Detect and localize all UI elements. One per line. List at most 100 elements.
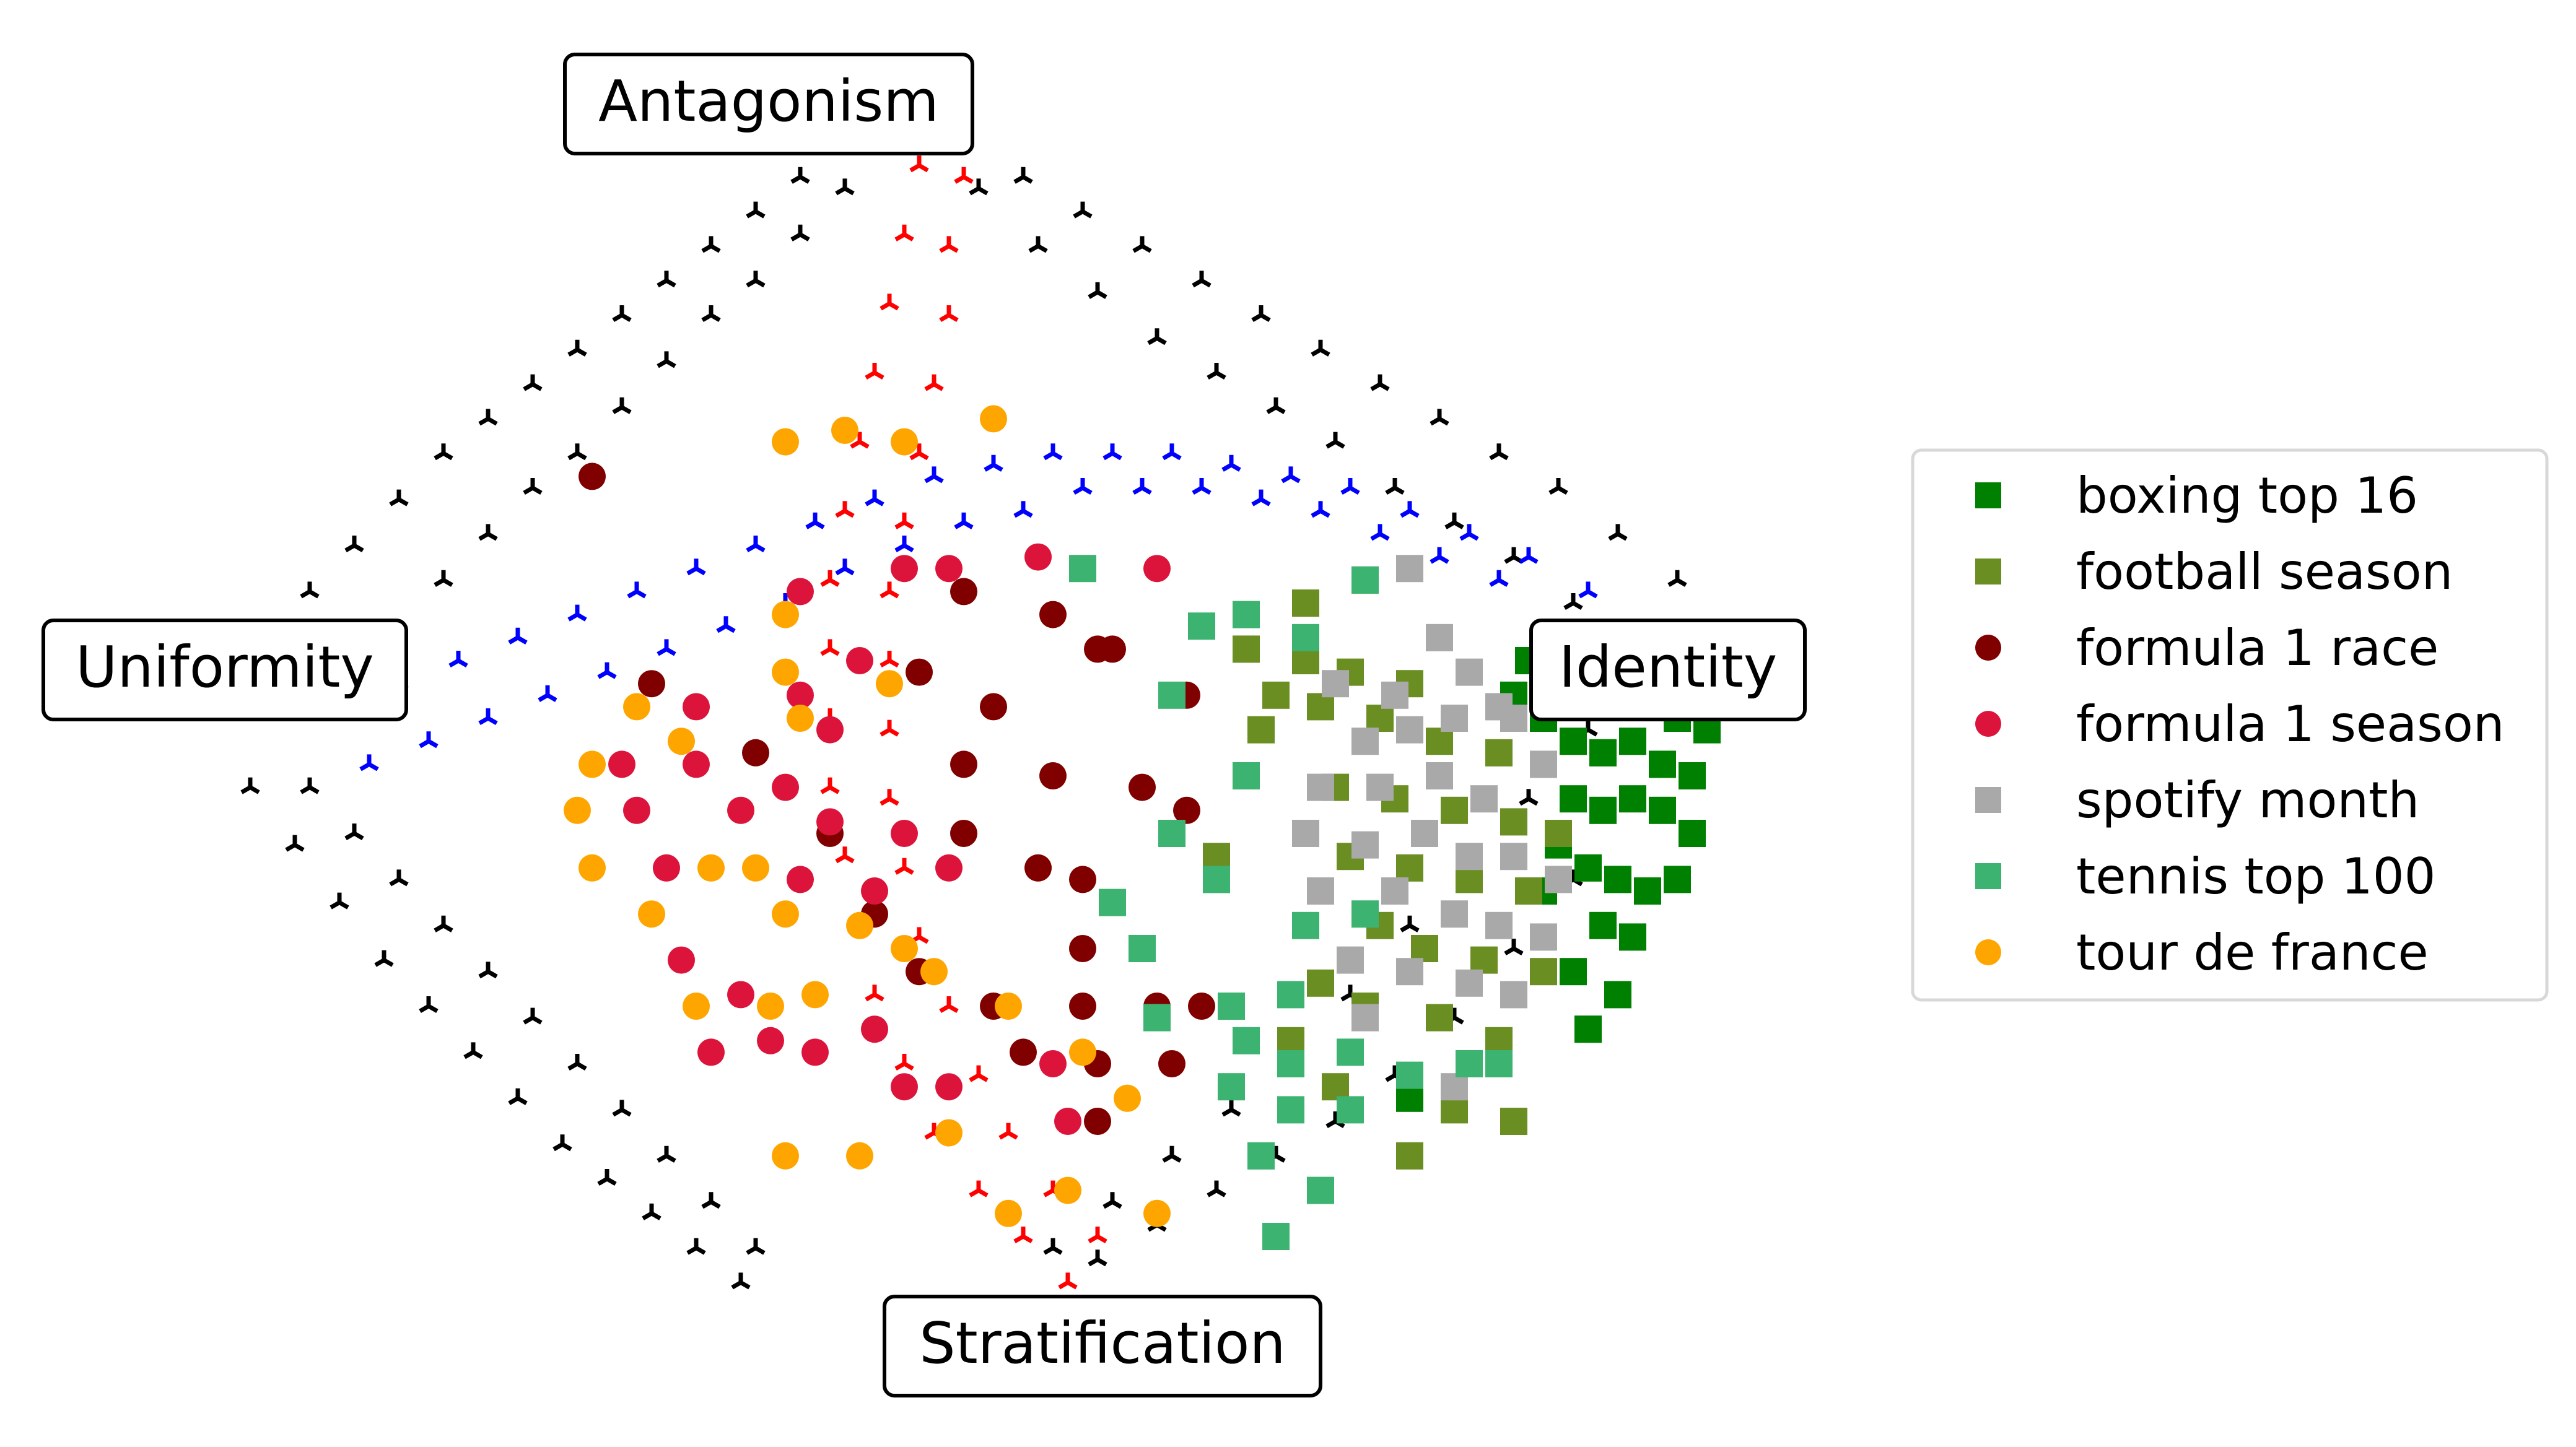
point-spotify-month xyxy=(1307,773,1334,801)
point-tennis-top-100 xyxy=(1158,681,1185,709)
boundary-marker xyxy=(523,374,543,391)
legend-label-tour-de-france: tour de france xyxy=(2076,924,2429,981)
point-formula-1-season xyxy=(757,1027,784,1054)
boundary-marker xyxy=(552,1134,572,1152)
boundary-marker xyxy=(657,271,676,288)
corner-label-identity: Identity xyxy=(1529,619,1807,721)
boundary-marker xyxy=(463,1042,483,1059)
point-tennis-top-100 xyxy=(1129,935,1156,962)
point-tour-de-france xyxy=(668,728,695,755)
boundary-marker xyxy=(419,996,439,1014)
boundary-marker xyxy=(790,224,810,241)
boundary-marker xyxy=(612,305,632,323)
boundary-marker xyxy=(1207,363,1226,380)
boundary-marker xyxy=(1088,282,1107,299)
point-formula-1-race xyxy=(638,670,665,698)
point-football-season xyxy=(1500,1108,1527,1135)
point-boxing-top-16 xyxy=(1574,1015,1602,1043)
point-formula-1-season xyxy=(787,578,814,606)
boundary-marker xyxy=(1207,1180,1226,1197)
point-formula-1-race xyxy=(579,463,606,490)
uniformity-identity-marker xyxy=(1221,454,1241,472)
series-tour-de-france xyxy=(564,405,1171,1227)
boundary-marker xyxy=(1519,789,1539,806)
boundary-marker xyxy=(1563,593,1583,611)
point-tennis-top-100 xyxy=(1247,1142,1275,1170)
uniformity-identity-marker xyxy=(894,536,914,553)
point-tour-de-france xyxy=(876,670,903,698)
boundary-marker xyxy=(1444,512,1464,529)
point-football-season xyxy=(1366,705,1394,732)
point-formula-1-season xyxy=(683,693,710,721)
point-formula-1-season xyxy=(787,866,814,893)
uniformity-identity-marker xyxy=(359,754,379,771)
point-formula-1-season xyxy=(1143,555,1171,583)
legend-frame xyxy=(1911,448,2549,1002)
point-spotify-month xyxy=(1485,911,1513,939)
antagonism-stratification-marker xyxy=(820,777,840,794)
boundary-marker xyxy=(285,835,305,852)
point-spotify-month xyxy=(1351,831,1379,859)
point-football-season xyxy=(1307,693,1334,721)
point-football-season xyxy=(1396,1142,1423,1170)
point-boxing-top-16 xyxy=(1619,728,1646,755)
antagonism-stratification-marker xyxy=(909,443,929,461)
point-boxing-top-16 xyxy=(1619,785,1646,813)
point-formula-1-race xyxy=(1069,866,1096,893)
uniformity-identity-marker xyxy=(1459,524,1479,541)
boundary-marker xyxy=(478,524,498,541)
boundary-marker xyxy=(1504,939,1524,956)
point-football-season xyxy=(1322,1073,1349,1101)
point-formula-1-season xyxy=(608,750,635,778)
point-boxing-top-16 xyxy=(1679,762,1706,789)
point-tour-de-france xyxy=(1069,1038,1096,1066)
point-football-season xyxy=(1292,647,1319,674)
point-formula-1-race xyxy=(1129,773,1156,801)
point-tour-de-france xyxy=(579,854,606,882)
point-tour-de-france xyxy=(683,993,710,1020)
legend-label-boxing-top-16: boxing top 16 xyxy=(2076,467,2418,524)
point-boxing-top-16 xyxy=(1604,866,1631,893)
point-football-season xyxy=(1456,866,1483,893)
point-formula-1-race xyxy=(742,739,769,767)
point-formula-1-season xyxy=(1024,543,1052,571)
antagonism-stratification-marker xyxy=(924,374,944,391)
legend-marker-spotify-month xyxy=(1975,787,2001,813)
antagonism-stratification-marker xyxy=(880,581,899,599)
uniformity-identity-marker xyxy=(1162,443,1182,461)
point-spotify-month xyxy=(1381,681,1408,709)
point-formula-1-race xyxy=(1069,993,1096,1020)
antagonism-stratification-marker xyxy=(894,224,914,241)
antagonism-stratification-marker xyxy=(939,236,959,253)
antagonism-stratification-marker xyxy=(820,570,840,587)
antagonism-stratification-marker xyxy=(969,1065,989,1082)
uniformity-identity-marker xyxy=(1340,478,1360,495)
point-tennis-top-100 xyxy=(1203,866,1230,893)
boundary-marker xyxy=(1385,478,1405,495)
boundary-marker xyxy=(344,536,364,553)
uniformity-identity-marker xyxy=(686,558,706,576)
point-tennis-top-100 xyxy=(1292,911,1319,939)
uniformity-identity-marker xyxy=(1430,547,1449,564)
point-spotify-month xyxy=(1426,624,1453,651)
point-tour-de-france xyxy=(757,993,784,1020)
uniformity-identity-marker xyxy=(1311,501,1330,518)
point-formula-1-season xyxy=(891,820,918,847)
uniformity-identity-marker xyxy=(984,454,1003,472)
point-tennis-top-100 xyxy=(1158,820,1185,847)
uniformity-identity-marker xyxy=(865,489,884,506)
point-formula-1-season xyxy=(697,1038,725,1066)
boundary-marker xyxy=(701,236,721,253)
series-spotify-month xyxy=(1292,555,1572,1101)
point-formula-1-season xyxy=(668,946,695,974)
antagonism-stratification-marker xyxy=(894,1054,914,1071)
point-formula-1-season xyxy=(935,1073,963,1101)
legend-label-formula-1-race: formula 1 race xyxy=(2076,619,2438,677)
corner-label-text-right: Identity xyxy=(1559,634,1778,700)
point-football-season xyxy=(1530,958,1557,986)
point-formula-1-season xyxy=(683,750,710,778)
series-formula-1-season xyxy=(608,543,1171,1135)
point-tour-de-france xyxy=(1143,1199,1171,1227)
